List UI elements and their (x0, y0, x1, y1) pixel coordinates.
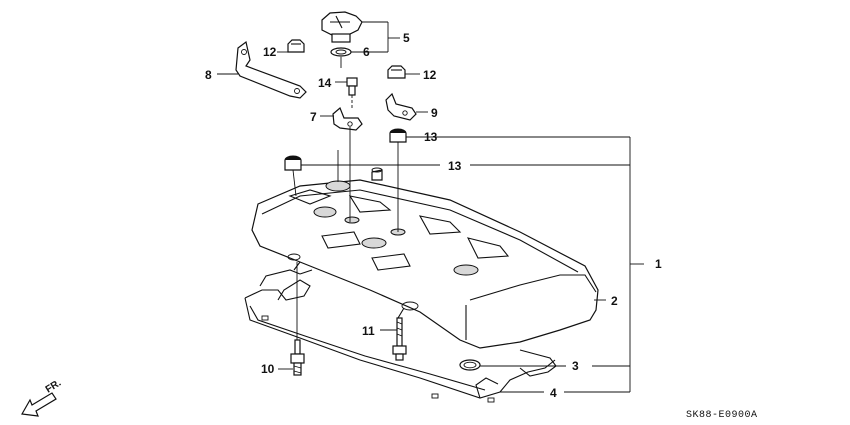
oil-filler-cap (321, 11, 363, 43)
callout-10: 10 (261, 362, 275, 376)
direction-label: FR. (44, 378, 64, 396)
callout-9: 9 (431, 106, 438, 120)
callout-11: 11 (362, 324, 375, 338)
head-cover-gasket (244, 269, 557, 403)
bracket-7 (332, 106, 363, 131)
leader-lines (217, 21, 644, 393)
callout-7: 7 (310, 110, 317, 124)
stud-bolt-11 (392, 317, 407, 361)
cylinder-head-cover (251, 167, 599, 349)
callout-8: 8 (205, 68, 212, 82)
callout-4: 4 (550, 386, 557, 400)
cap-nut-right (387, 65, 406, 79)
callout-12-right: 12 (423, 68, 437, 82)
callout-13-lower: 13 (448, 159, 462, 173)
callout-5: 5 (403, 31, 410, 45)
bolt-14 (346, 77, 358, 96)
callout-14: 14 (318, 76, 332, 90)
front-direction-arrow: FR. (21, 378, 64, 417)
cap-nut-left (287, 39, 305, 53)
callout-3: 3 (572, 359, 579, 373)
callout-13-top: 13 (424, 130, 438, 144)
callout-12-left: 12 (263, 45, 277, 59)
cap-seal (330, 47, 352, 57)
stud-bolt-10 (290, 339, 305, 376)
callout-1: 1 (655, 257, 662, 271)
grommet-left (284, 155, 302, 171)
grommet-right (389, 128, 407, 143)
callout-6: 6 (363, 45, 370, 59)
bracket-left (235, 40, 307, 99)
callout-2: 2 (611, 294, 618, 308)
diagram-code: SK88-E0900A (686, 410, 758, 421)
bracket-9 (385, 92, 417, 121)
